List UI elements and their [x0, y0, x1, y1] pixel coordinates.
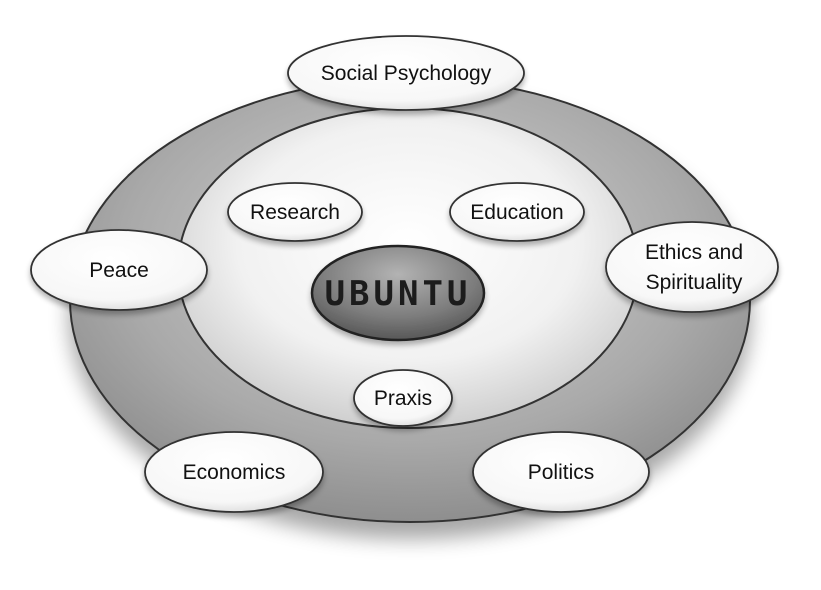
node-education-label: Education [470, 201, 563, 224]
node-education: Education [449, 182, 585, 242]
node-politics: Politics [472, 431, 650, 513]
node-ethics-label-line-2: Spirituality [646, 271, 743, 294]
node-research-label: Research [250, 201, 340, 224]
node-social-psychology: Social Psychology [287, 35, 525, 111]
center-label: UBUNTU [325, 274, 472, 314]
node-praxis-label: Praxis [374, 387, 432, 410]
node-research: Research [227, 182, 363, 242]
node-economics-label: Economics [183, 461, 286, 484]
node-economics: Economics [144, 431, 324, 513]
node-praxis: Praxis [353, 369, 453, 427]
center-node: UBUNTU [310, 244, 486, 342]
node-politics-label: Politics [528, 461, 595, 484]
node-peace: Peace [30, 229, 208, 311]
node-ethics-spirituality: Ethics and Spirituality [605, 221, 779, 313]
node-social-psychology-label: Social Psychology [321, 62, 492, 85]
node-peace-label: Peace [89, 259, 149, 282]
node-ethics-label-line-1: Ethics and [645, 241, 743, 264]
